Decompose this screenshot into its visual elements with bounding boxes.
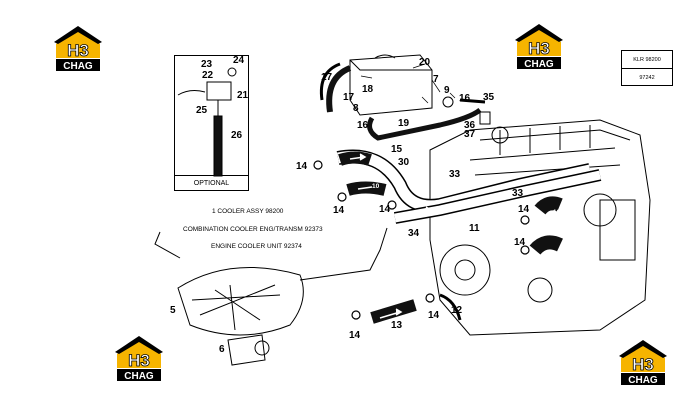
callout-17: 17	[321, 72, 333, 83]
callout-14: 14	[349, 330, 361, 341]
hose-badge: 10	[372, 183, 380, 190]
lower-hose	[370, 299, 417, 324]
callout-6: 6	[219, 344, 225, 355]
logo-mark: H3 CHAG	[115, 336, 163, 382]
crank-pulley	[439, 244, 491, 296]
note-cooler-assy: 1 COOLER ASSY 98200	[212, 208, 284, 215]
h3-chag-logo: H3 CHAG	[113, 336, 165, 382]
callout-17: 17	[343, 92, 355, 103]
fan-shroud	[177, 267, 304, 336]
svg-text:CHAG: CHAG	[628, 375, 658, 386]
hose-badge: 10	[548, 250, 556, 257]
callout-20: 20	[419, 57, 431, 68]
svg-text:CHAG: CHAG	[124, 371, 154, 382]
note-engine-cooler: ENGINE COOLER UNIT 92374	[211, 243, 302, 250]
callout-33: 33	[512, 188, 524, 199]
callout-13: 13	[391, 320, 403, 331]
callout-8: 8	[353, 103, 359, 114]
h3-chag-logo: H3 CHAG	[52, 26, 104, 72]
dark-hose	[338, 151, 372, 166]
callout-9: 9	[444, 85, 450, 96]
optional-label: OPTIONAL	[174, 175, 249, 190]
callout-19: 19	[398, 118, 410, 129]
valve-handle	[177, 90, 206, 96]
callout-37: 37	[464, 129, 476, 140]
hydraulic-pump	[227, 334, 266, 366]
svg-text:H3: H3	[67, 41, 89, 60]
logo-mark: H3 CHAG	[515, 24, 563, 70]
callout-36: 36	[464, 120, 476, 131]
h3-chag-logo: H3 CHAG	[513, 24, 565, 70]
reference-number: 97242	[622, 68, 672, 86]
callout-12: 12	[451, 305, 463, 316]
callout-11: 11	[469, 223, 480, 234]
callout-30: 30	[398, 157, 410, 168]
callout-14: 14	[333, 205, 345, 216]
dark-hose	[529, 235, 563, 255]
engine-block	[429, 119, 651, 336]
callout-14: 14	[379, 204, 391, 215]
callout-18: 18	[362, 84, 374, 95]
callout-35: 35	[483, 92, 495, 103]
valve-body	[206, 81, 232, 101]
h3-chag-logo: H3 CHAG	[617, 340, 669, 386]
callout-34: 34	[408, 228, 420, 239]
callout-16: 16	[459, 93, 471, 104]
callout-15: 15	[391, 144, 403, 155]
callout-25: 25	[196, 105, 208, 116]
callout-21: 21	[237, 90, 249, 101]
overflow-hose	[367, 107, 482, 141]
svg-text:CHAG: CHAG	[63, 61, 93, 72]
callout-23: 23	[201, 59, 213, 70]
svg-text:H3: H3	[128, 351, 150, 370]
callout-14: 14	[296, 161, 308, 172]
callout-14: 14	[518, 204, 530, 215]
callout-33: 33	[449, 169, 461, 180]
svg-text:H3: H3	[632, 355, 654, 374]
reference-box: KLR 98200 97242	[621, 50, 673, 86]
vent-hose	[326, 65, 352, 113]
callout-22: 22	[202, 70, 214, 81]
optional-inset-box	[174, 55, 249, 191]
callout-14: 14	[514, 237, 526, 248]
logo-mark: H3 CHAG	[54, 26, 102, 72]
callout-16: 16	[357, 120, 369, 131]
callout-24: 24	[233, 55, 245, 66]
callout-14: 14	[428, 310, 440, 321]
logo-mark: H3 CHAG	[619, 340, 667, 386]
svg-text:CHAG: CHAG	[524, 59, 554, 70]
note-combination-cooler: COMBINATION COOLER ENG/TRANSM 92373	[183, 226, 323, 233]
hose-badge: 10	[553, 209, 561, 216]
callout-5: 5	[170, 305, 176, 316]
dark-hose	[534, 196, 563, 215]
reference-code: KLR 98200	[633, 56, 661, 63]
callout-7: 7	[433, 74, 439, 85]
valve-cap	[227, 67, 237, 77]
drain-pipe	[213, 115, 223, 177]
svg-text:H3: H3	[528, 39, 550, 58]
callout-26: 26	[231, 130, 243, 141]
